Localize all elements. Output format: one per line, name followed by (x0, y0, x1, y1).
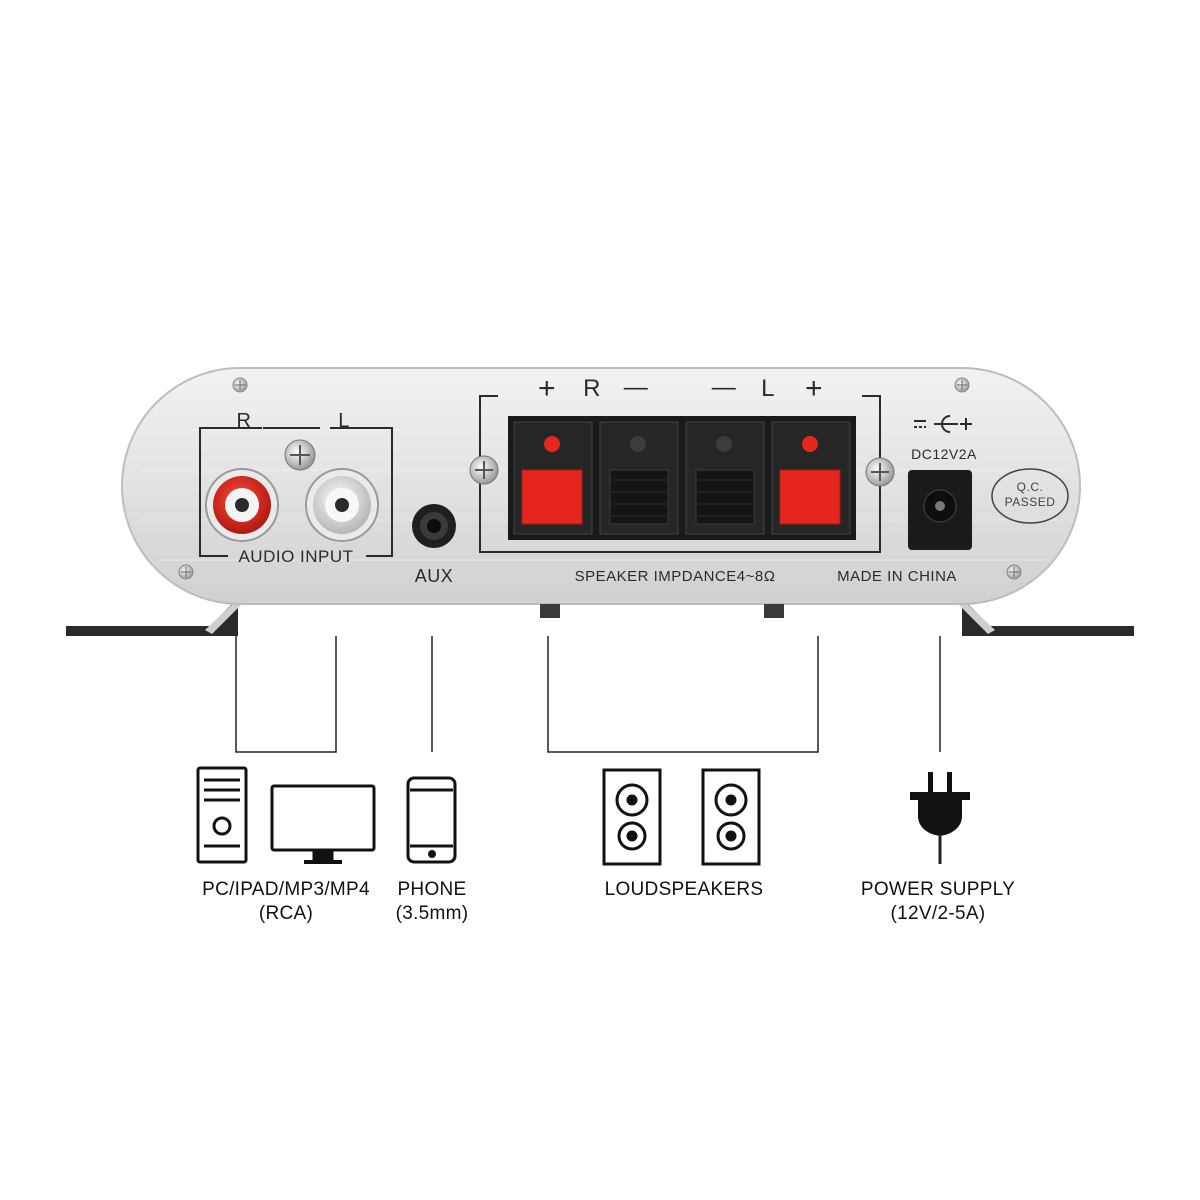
rubber-foot (764, 604, 784, 618)
power-plug-icon (910, 772, 970, 836)
smartphone-icon (406, 776, 457, 864)
device-label-line2: (RCA) (258, 903, 314, 924)
rca-screw-icon (284, 439, 316, 471)
speaker-terminal-black-icon[interactable] (599, 421, 679, 535)
right-mounting-foot (957, 597, 1134, 636)
polarity-minus-r: — (623, 374, 649, 401)
speaker-impedance-label: SPEAKER IMPDANCE4~8Ω (574, 568, 776, 585)
connection-lines (235, 636, 942, 864)
monitor-icon (270, 784, 376, 864)
left-mounting-foot (66, 597, 243, 636)
rca-jack-left-white-icon[interactable] (305, 468, 379, 542)
device-label-line1: PHONE (397, 879, 467, 900)
speaker-icon (701, 768, 761, 866)
device-label-line1: PC/IPAD/MP3/MP4 (202, 879, 370, 900)
terminal-screw-icon (865, 457, 895, 487)
polarity-plus-r: + (537, 372, 557, 405)
audio-input-bracket (199, 427, 393, 557)
speaker-terminal-black-icon[interactable] (685, 421, 765, 535)
device-label-power: POWER SUPPLY (12V/2-5A) (861, 878, 1015, 926)
channel-l-label: L (338, 410, 350, 432)
corner-screw-icon (954, 377, 970, 393)
rubber-foot (540, 604, 560, 618)
device-label-line1: LOUDSPEAKERS (604, 879, 764, 900)
speaker-terminal-red-icon[interactable] (771, 421, 851, 535)
device-label-phone: PHONE (3.5mm) (396, 878, 469, 926)
corner-screw-icon (1006, 564, 1022, 580)
polarity-r: R (583, 375, 601, 402)
qc-line1: Q.C. (1016, 480, 1044, 494)
audio-input-label: AUDIO INPUT (238, 547, 354, 566)
corner-screw-icon (178, 564, 194, 580)
polarity-minus-l: — (711, 374, 737, 401)
device-label-line2: (3.5mm) (395, 903, 469, 924)
speaker-connection-line (547, 636, 819, 753)
dc-rating-label: DC12V2A (911, 446, 977, 462)
qc-line2: PASSED (1004, 495, 1056, 509)
speaker-terminal-red-icon[interactable] (513, 421, 593, 535)
aux-label: AUX (414, 566, 454, 586)
device-label-line2: (12V/2-5A) (890, 903, 986, 924)
channel-r-label: R (236, 410, 252, 432)
origin-label: MADE IN CHINA (837, 568, 957, 585)
dc-polarity-icon (914, 415, 972, 433)
device-label-pc: PC/IPAD/MP3/MP4 (RCA) (202, 878, 370, 926)
speaker-icon (602, 768, 662, 866)
rca-jack-right-red-icon[interactable] (205, 468, 279, 542)
aux-jack-icon[interactable] (412, 504, 456, 548)
device-label-loudspeakers: LOUDSPEAKERS (605, 878, 764, 902)
pc-tower-icon (196, 766, 248, 864)
corner-screw-icon (232, 377, 248, 393)
device-label-line1: POWER SUPPLY (860, 879, 1016, 900)
qc-passed-sticker (991, 468, 1069, 524)
polarity-l: L (761, 375, 775, 402)
polarity-plus-l: + (804, 372, 824, 405)
speaker-terminal-bracket (479, 395, 881, 553)
rca-connection-line (235, 636, 337, 753)
dc-power-jack-icon[interactable] (908, 470, 972, 550)
terminal-screw-icon (469, 455, 499, 485)
